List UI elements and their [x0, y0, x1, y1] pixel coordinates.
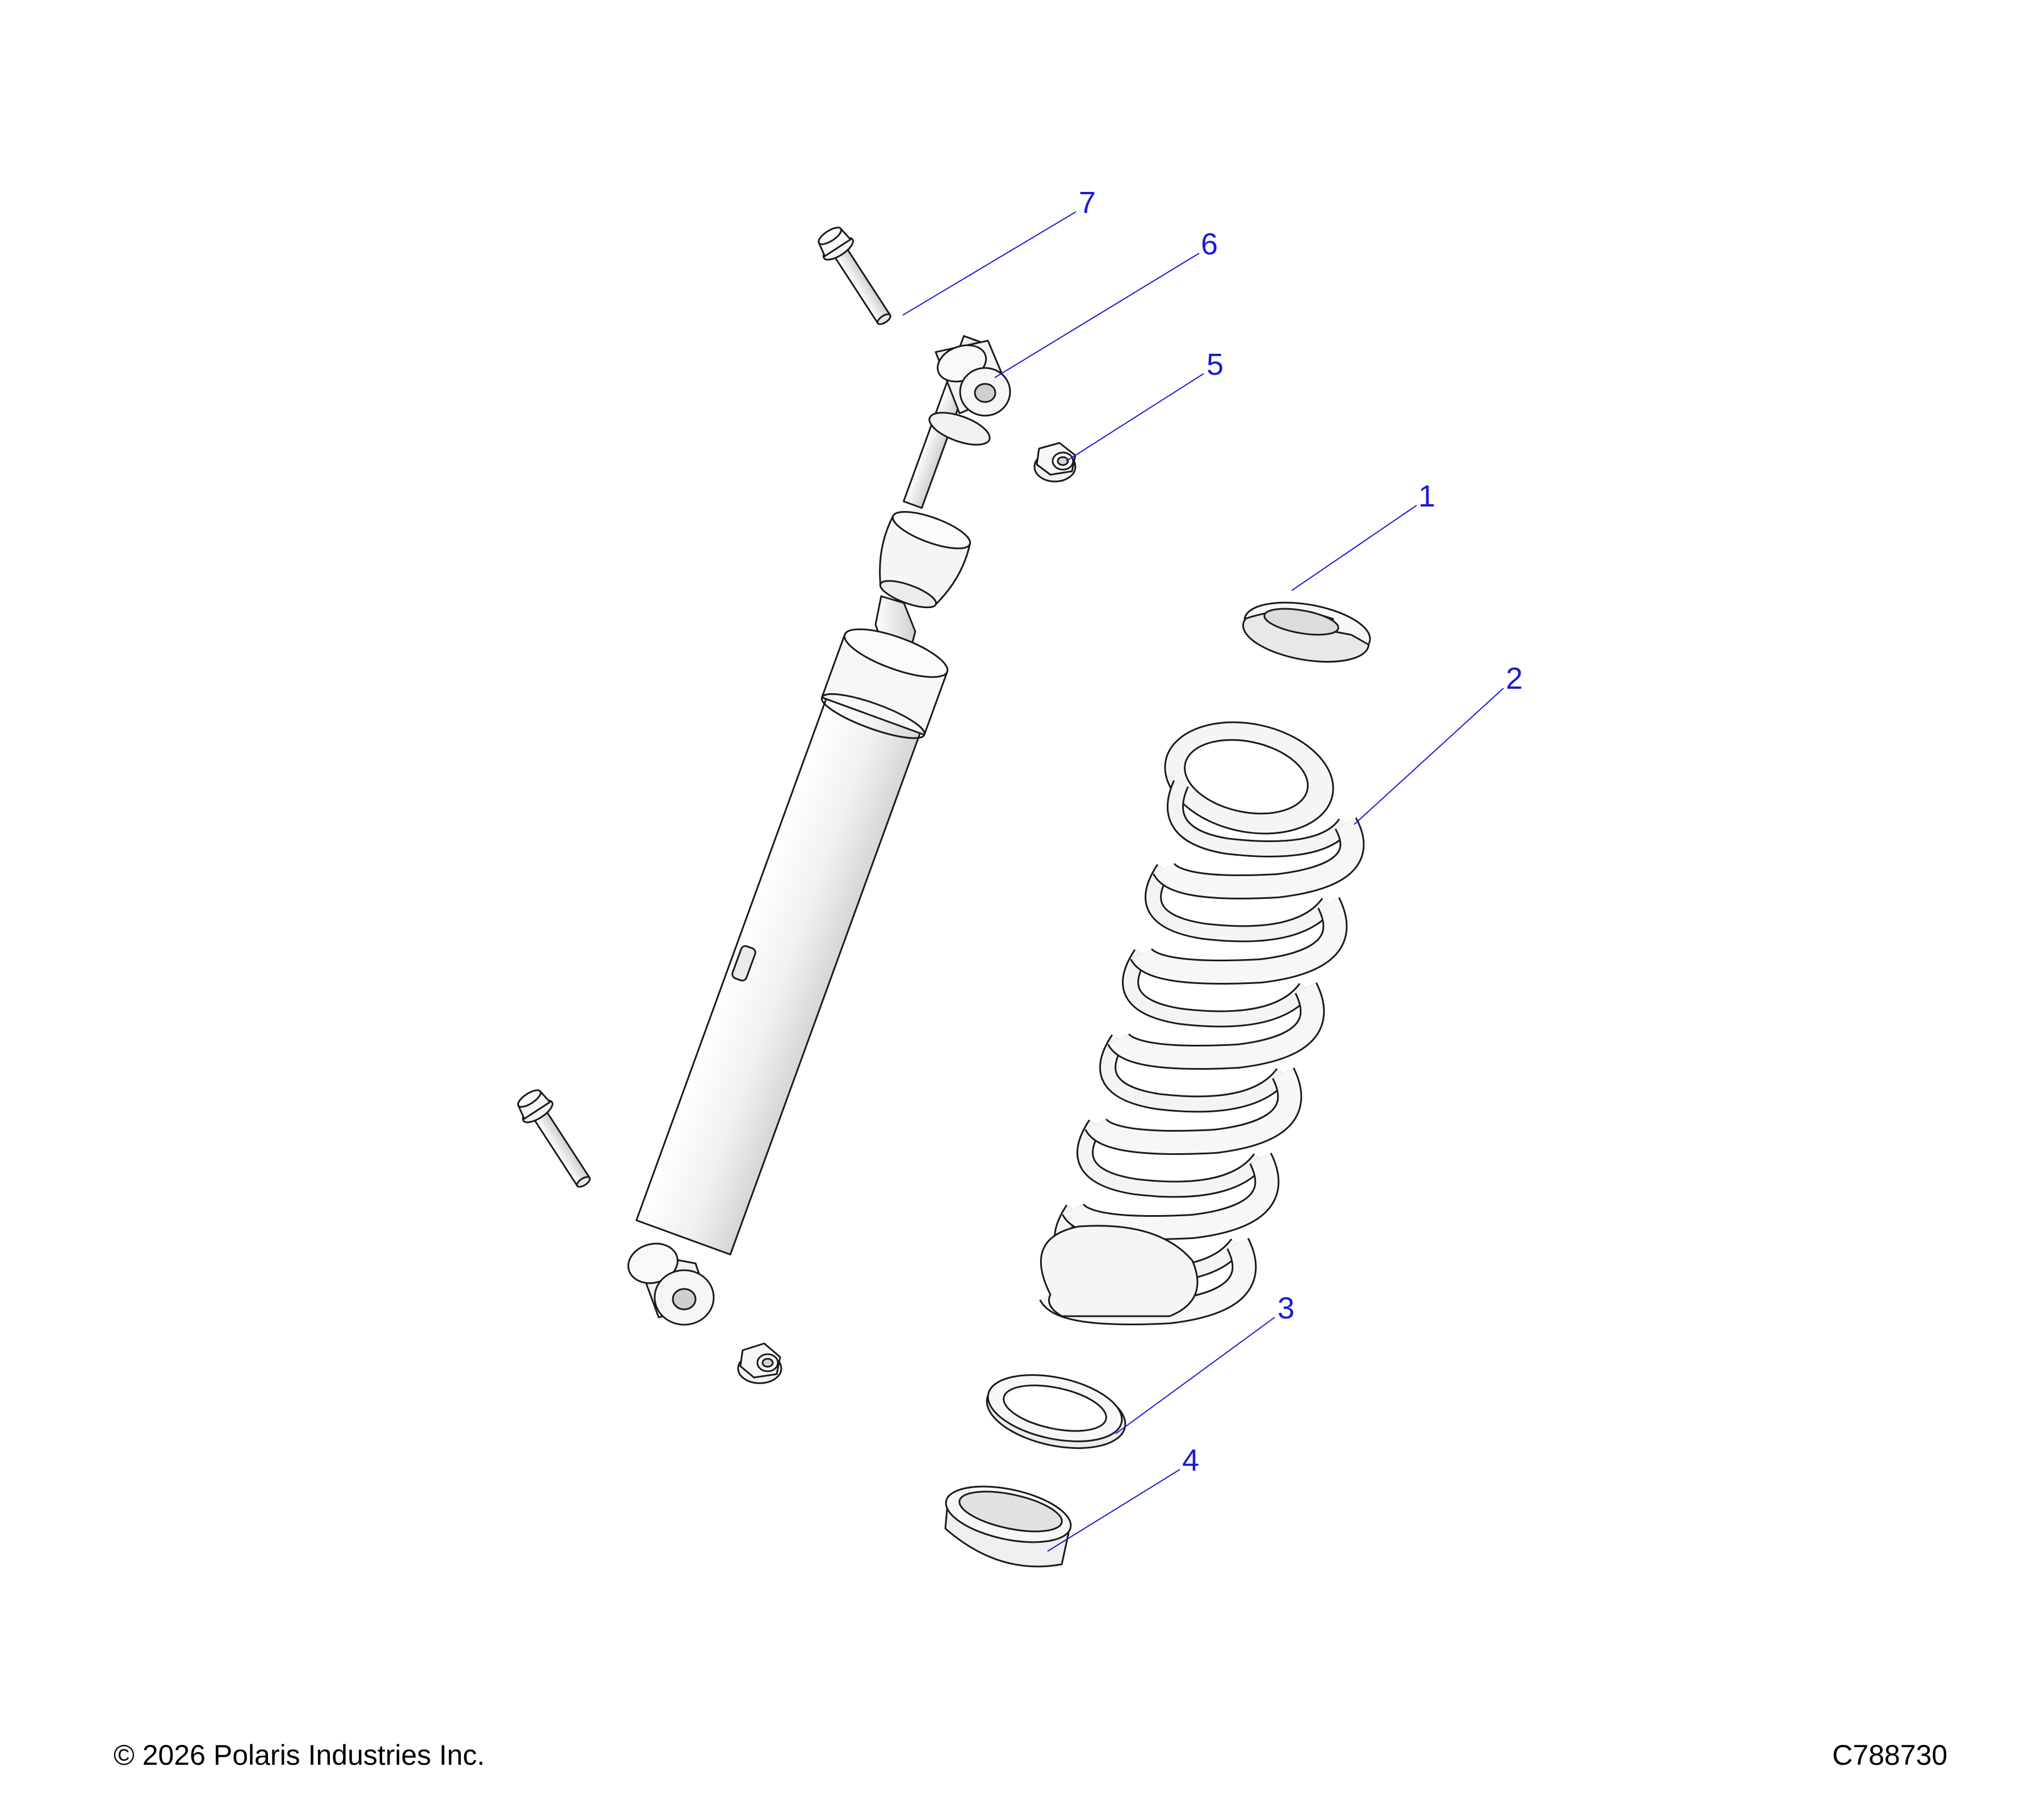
shock-body-tube	[635, 669, 932, 1255]
shock-upper-washer	[928, 412, 991, 446]
callout-5[interactable]: 5	[1207, 348, 1224, 382]
flange-nut-lower[interactable]	[737, 1342, 782, 1384]
shock-lower-eye[interactable]	[624, 1238, 715, 1326]
spring-retainer-clip[interactable]	[1239, 599, 1373, 671]
callout-4[interactable]: 4	[1182, 1443, 1199, 1477]
coil-spring[interactable]	[1039, 707, 1365, 1325]
callout-leader-4	[1047, 1469, 1180, 1552]
spring-coils	[1039, 780, 1365, 1325]
callout-3[interactable]: 3	[1278, 1291, 1295, 1325]
spring-coil-top	[1164, 721, 1334, 835]
callout-leader-1	[1291, 505, 1417, 591]
callout-7[interactable]: 7	[1079, 186, 1096, 220]
callout-leader-2	[1354, 688, 1504, 825]
shock-absorber[interactable]	[624, 335, 1011, 1326]
shock-upper-eye[interactable]	[932, 339, 1011, 417]
callout-leader-3	[1115, 1317, 1275, 1434]
callout-1[interactable]: 1	[1418, 479, 1435, 513]
callout-2[interactable]: 2	[1506, 662, 1523, 696]
flange-nut-upper[interactable]	[1033, 442, 1077, 483]
shock-collar-top	[843, 628, 949, 678]
callout-6[interactable]: 6	[1201, 227, 1218, 261]
spring-seat-washer[interactable]	[981, 1364, 1132, 1459]
spring-coil-bottom	[1040, 1225, 1199, 1317]
copyright-notice: © 2026 Polaris Industries Inc.	[114, 1739, 485, 1771]
shock-reservoir-port	[731, 945, 756, 982]
flange-bolt-lower[interactable]	[512, 1085, 600, 1194]
callout-leader-5	[1066, 373, 1204, 462]
callout-leader-7	[902, 211, 1077, 316]
diagram-id: C788730	[1832, 1739, 1947, 1771]
spring-lower-cup[interactable]	[941, 1477, 1075, 1568]
callout-leader-6	[994, 253, 1200, 378]
flange-bolt-upper[interactable]	[813, 223, 900, 332]
